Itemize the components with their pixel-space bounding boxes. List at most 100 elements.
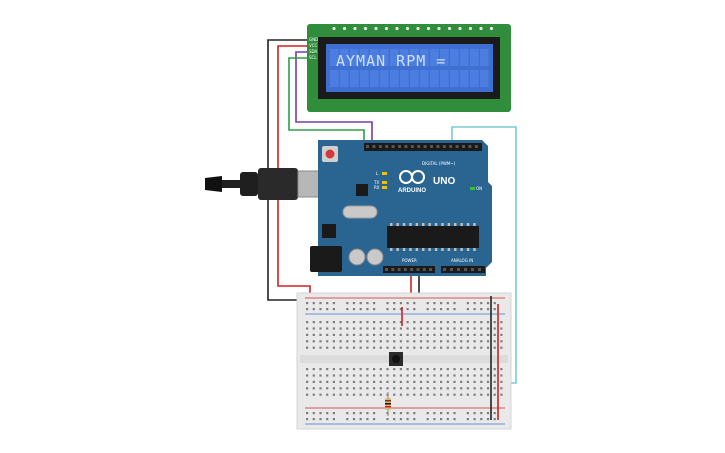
breadboard-hole [319, 393, 322, 396]
breadboard-hole [453, 418, 456, 421]
breadboard-hole [399, 393, 402, 396]
breadboard-hole [486, 412, 490, 415]
breadboard-hole [312, 368, 315, 371]
breadboard-hole [426, 374, 429, 377]
breadboard-hole [473, 321, 476, 324]
breadboard-hole [419, 393, 423, 396]
breadboard-hole [399, 368, 402, 371]
breadboard-hole [493, 327, 496, 330]
arduino-uno[interactable]: DIGITAL (PWM~) L TX RX ON ARDUINO UNO [310, 140, 492, 276]
breadboard-hole [346, 321, 349, 324]
breadboard-hole [332, 308, 335, 311]
breadboard-hole [399, 374, 402, 377]
breadboard-hole [312, 346, 315, 349]
breadboard-hole [480, 393, 483, 396]
breadboard-hole [419, 380, 423, 383]
usb-cable[interactable] [205, 168, 337, 200]
analog-pin-hole [464, 268, 467, 271]
breadboard-hole [446, 387, 449, 390]
breadboard-hole [433, 340, 436, 343]
breadboard-hole [480, 327, 483, 330]
breadboard-hole [480, 412, 483, 415]
push-button-cap[interactable] [392, 355, 400, 363]
breadboard-hole [339, 321, 342, 324]
lcd-pin-scl: SCL [309, 55, 317, 60]
lcd-char-cell [420, 49, 429, 66]
breadboard-hole [419, 333, 423, 336]
breadboard-hole [379, 327, 382, 330]
breadboard-hole [440, 327, 443, 330]
breadboard-hole [312, 321, 315, 324]
power-header [383, 266, 435, 273]
breadboard-hole [473, 302, 476, 305]
digital-pin-hole [410, 145, 414, 148]
breadboard-hole [306, 346, 309, 349]
lcd-pin-gnd: GND [309, 37, 318, 42]
breadboard-hole [319, 346, 322, 349]
breadboard-hole [493, 321, 496, 324]
breadboard-hole [339, 340, 342, 343]
capacitor-1 [348, 248, 366, 266]
breadboard-hole [473, 327, 476, 330]
dc-barrel-jack[interactable] [310, 246, 342, 272]
power-pin-hole [410, 268, 414, 271]
breadboard-hole [460, 340, 463, 343]
breadboard-hole [326, 368, 329, 371]
breadboard-hole [379, 340, 382, 343]
lcd-header-pin [447, 26, 452, 31]
chip-pin [447, 248, 451, 251]
breadboard-hole [399, 346, 402, 349]
breadboard-hole [359, 368, 362, 371]
breadboard-hole [466, 321, 469, 324]
lcd-header-pin [468, 26, 473, 31]
chip-pin [434, 223, 438, 226]
breadboard-hole [319, 321, 322, 324]
breadboard-hole [413, 308, 416, 311]
breadboard-hole [399, 387, 402, 390]
led-tx [382, 181, 387, 184]
digital-pin-hole [417, 145, 421, 148]
lcd-char-cell [400, 49, 409, 66]
breadboard-hole [386, 321, 389, 324]
breadboard-hole [453, 393, 456, 396]
breadboard-hole [480, 340, 483, 343]
breadboard-hole [346, 333, 349, 336]
power-pin-hole [422, 268, 426, 271]
breadboard-hole [352, 368, 356, 371]
breadboard-hole [466, 346, 469, 349]
breadboard-hole [406, 308, 409, 311]
breadboard-hole [393, 321, 396, 324]
breadboard-hole [373, 418, 376, 421]
chip-pin [409, 248, 412, 251]
breadboard-hole [339, 374, 342, 377]
breadboard[interactable] [296, 292, 512, 430]
crystal-oscillator [342, 205, 378, 219]
breadboard-hole [379, 333, 382, 336]
breadboard-hole [366, 321, 369, 324]
breadboard-hole [480, 418, 483, 421]
breadboard-hole [339, 368, 342, 371]
chip-pin [466, 248, 470, 251]
breadboard-hole [393, 327, 396, 330]
breadboard-hole [500, 327, 503, 330]
lcd-module[interactable]: AYMAN RPM = GND VCC SDA SCL [307, 24, 511, 112]
breadboard-hole [379, 387, 382, 390]
lcd-char-cell [330, 70, 339, 87]
breadboard-hole [379, 374, 382, 377]
reset-button[interactable] [325, 149, 335, 159]
breadboard-hole [433, 418, 436, 421]
wire-scl-lcd[interactable] [288, 57, 365, 146]
wire-sda-lcd[interactable] [295, 51, 373, 146]
lcd-header-pin [342, 26, 347, 31]
breadboard-hole [352, 333, 356, 336]
breadboard-hole [352, 380, 356, 383]
breadboard-hole [319, 380, 322, 383]
breadboard-hole [399, 412, 402, 415]
breadboard-hole [352, 327, 356, 330]
atmega-pins [390, 223, 476, 251]
breadboard-hole [393, 374, 396, 377]
breadboard-hole [319, 418, 322, 421]
lcd-header-pin [458, 26, 462, 31]
breadboard-hole [486, 346, 490, 349]
